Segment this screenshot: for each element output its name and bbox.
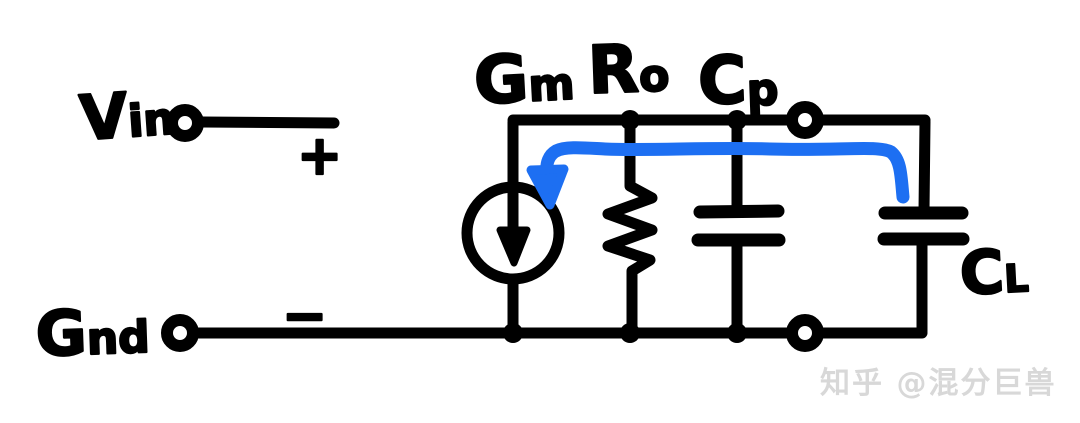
resistor-ro <box>602 114 658 337</box>
cl-top-lead-wire <box>918 116 931 217</box>
vin-label-sub: in <box>126 94 176 148</box>
ro-label: Ro <box>587 29 671 109</box>
minus-polarity-sign: − <box>282 284 327 347</box>
vin-label: Vin <box>77 76 176 155</box>
vin-wire <box>196 116 340 129</box>
cp-label: Cp <box>697 40 780 120</box>
gnd-label: Gnd <box>34 294 150 371</box>
cp-top-plate <box>693 204 785 219</box>
ro-label-main: R <box>587 30 640 109</box>
gnd-label-main: G <box>34 296 87 371</box>
cp-label-main: C <box>697 41 748 120</box>
cl-label: CL <box>958 236 1030 309</box>
gm-label: Gm <box>472 38 576 120</box>
ro-label-sub: o <box>638 50 670 102</box>
blue-arrow-shaft <box>540 141 910 204</box>
current-source-arrowhead-icon <box>496 226 531 267</box>
gnd-label-sub: nd <box>86 312 151 365</box>
cp-label-sub: p <box>746 64 779 116</box>
junction-dot <box>727 110 747 130</box>
cl-label-sub: L <box>1003 256 1029 301</box>
gm-label-sub: m <box>527 59 575 112</box>
output-bottom-terminal-icon <box>786 314 824 352</box>
zhihu-watermark: 知乎 @混分巨兽 <box>820 366 1056 401</box>
junction-dot <box>727 323 747 343</box>
vin-terminal-icon <box>166 104 204 142</box>
gnd-terminal-icon <box>161 314 199 352</box>
vin-label-main: V <box>77 79 130 155</box>
cl-label-main: C <box>958 237 1006 309</box>
junction-dot <box>620 110 640 130</box>
capacitor-cl <box>877 206 970 246</box>
blue-arrowhead-icon <box>526 164 569 210</box>
capacitor-cp <box>691 114 786 337</box>
gm-label-main: G <box>472 40 530 120</box>
junction-dot <box>620 323 640 343</box>
junction-dot <box>503 323 523 343</box>
current-source-gm <box>461 181 565 285</box>
plus-polarity-sign: + <box>297 124 342 187</box>
output-top-terminal-icon <box>786 101 824 139</box>
blue-current-arrow <box>526 141 910 210</box>
